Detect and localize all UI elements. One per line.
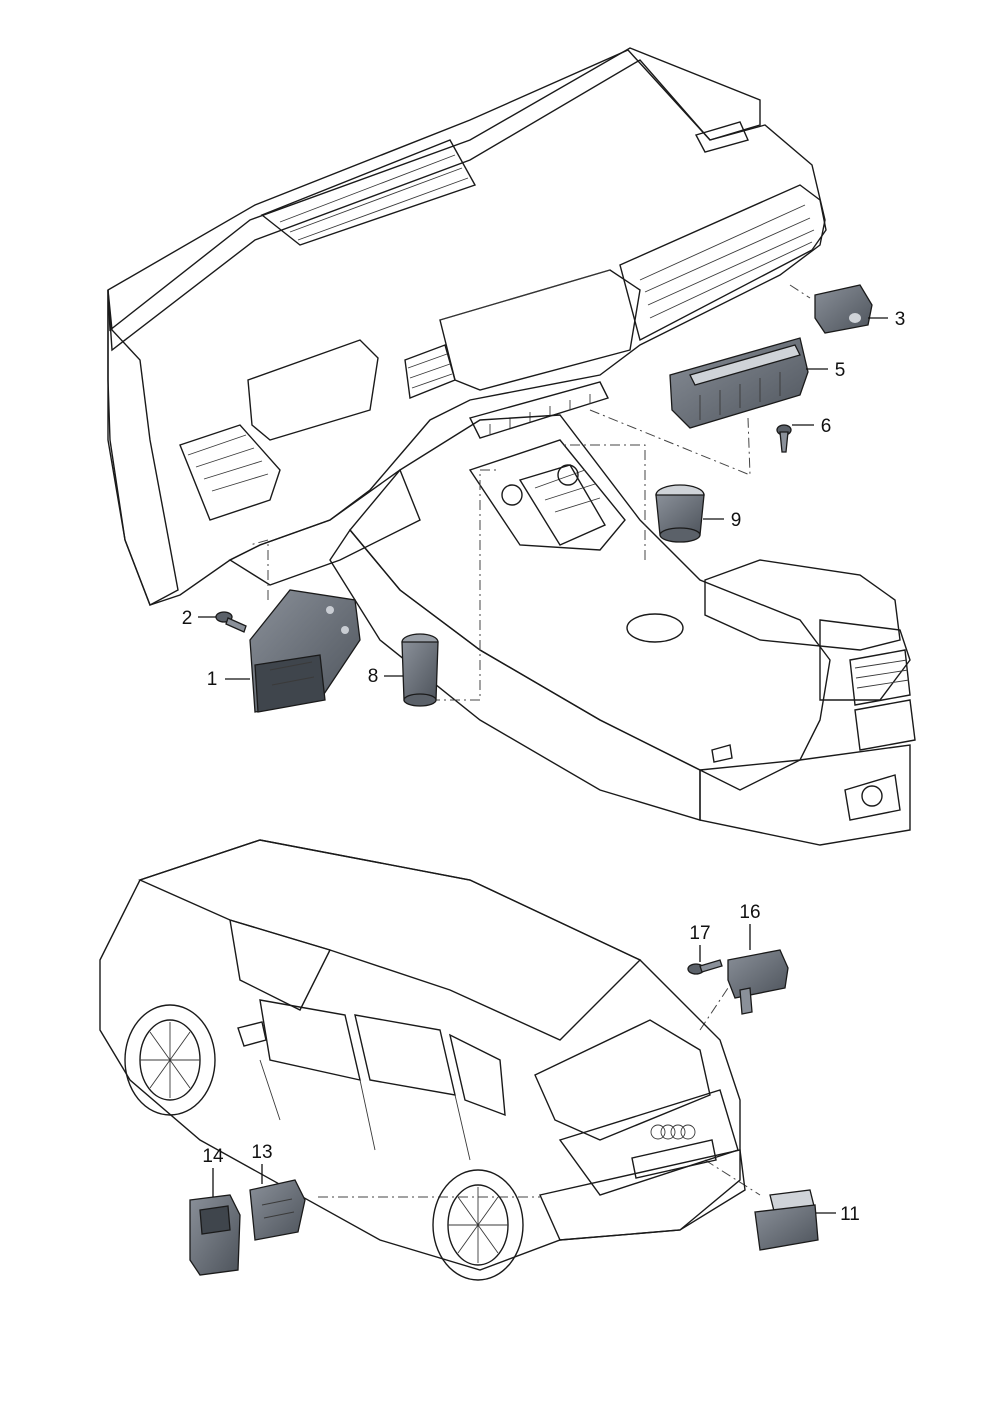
- callout-6: 6: [821, 416, 832, 437]
- switch-part-13: [249, 1179, 306, 1241]
- callout-5: 5: [835, 360, 846, 381]
- callout-8: 8: [368, 666, 379, 687]
- callout-16: 16: [739, 902, 760, 923]
- switch-module-part: [249, 589, 361, 713]
- dashboard-illustration: [107, 47, 827, 606]
- reference-lines: [249, 284, 811, 1198]
- switch-part-3: [814, 284, 873, 334]
- suv-rear-view-illustration: [99, 839, 746, 1281]
- callout-2: 2: [182, 608, 193, 629]
- screw-part-17: [687, 959, 723, 975]
- rings-logo: [650, 1124, 696, 1140]
- switch-part-11: [754, 1189, 819, 1251]
- callout-9: 9: [731, 510, 742, 531]
- switch-part-9: [655, 484, 705, 543]
- screw-part: [215, 611, 247, 633]
- callout-1: 1: [207, 669, 218, 690]
- callout-13: 13: [251, 1142, 272, 1163]
- center-console-illustration: [329, 414, 916, 846]
- switch-part-14: [189, 1194, 241, 1276]
- callout-3: 3: [895, 309, 906, 330]
- front-wheel: [124, 1004, 216, 1116]
- rear-wheel: [432, 1169, 524, 1281]
- callout-14: 14: [202, 1146, 224, 1167]
- screw-part-6: [776, 424, 792, 453]
- callout-17: 17: [689, 923, 710, 944]
- connector-part: [727, 949, 789, 1015]
- switch-part-5: [669, 337, 809, 429]
- callouts: 1 2 3 5 6 8 9 11 13 14 16 17: [182, 309, 906, 1225]
- switch-part-8: [401, 633, 439, 707]
- callout-11: 11: [840, 1204, 860, 1225]
